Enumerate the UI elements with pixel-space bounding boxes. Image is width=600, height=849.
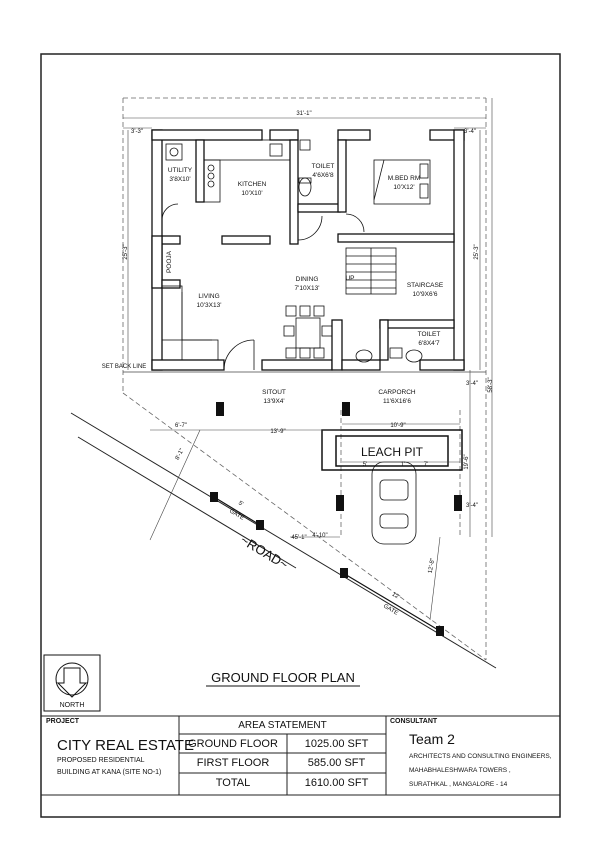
svg-text:8'-1": 8'-1" [175, 448, 186, 461]
driveway-outline [340, 410, 461, 537]
room-toilet1-size: 4'6X6'8 [312, 172, 334, 179]
room-carporch-name: CARPORCH [378, 389, 416, 396]
room-toilet1-name: TOILET [312, 163, 335, 170]
room-dining-size: 7'10X13' [295, 285, 320, 292]
svg-text:19'-6": 19'-6" [464, 454, 470, 469]
room-dining-name: DINING [296, 276, 319, 283]
svg-text:12': 12' [391, 592, 401, 601]
room-living-name: LIVING [198, 293, 219, 300]
toilet-2-fixtures [355, 347, 423, 363]
area-statement-header: AREA STATEMENT [238, 720, 327, 731]
svg-text:12'-8": 12'-8" [428, 558, 437, 574]
svg-text:3'-4": 3'-4" [464, 129, 476, 135]
svg-text:31'-1": 31'-1" [296, 111, 311, 117]
walls [151, 129, 465, 371]
project-label: PROJECT [46, 718, 80, 725]
area-row-label: FIRST FLOOR [196, 757, 270, 769]
svg-text:SET BACK LINE: SET BACK LINE [102, 364, 147, 370]
room-labels: UTILITY 3'8X10' KITCHEN 10'X10' TOILET 4… [166, 163, 444, 405]
svg-text:13'-9": 13'-9" [270, 429, 285, 435]
room-kitchen-size: 10'X10' [241, 190, 262, 197]
svg-text:3'-3": 3'-3" [131, 129, 143, 135]
columns [216, 402, 462, 511]
svg-text:5': 5' [363, 462, 367, 468]
svg-text:7': 7' [424, 462, 428, 468]
svg-text:5': 5' [237, 500, 244, 507]
consultant-line-1: ARCHITECTS AND CONSULTING ENGINEERS, [409, 753, 552, 760]
svg-text:3'-4": 3'-4" [466, 381, 478, 387]
car [371, 461, 417, 545]
area-row-value: 1025.00 SFT [304, 738, 369, 750]
dimension-labels: 31'-1" 3'-3" 3'-4" 25'-3" 25'-3" 3'-4" 5… [102, 111, 494, 617]
consultant-line-3: SURATHKAL , MANGALORE - 14 [409, 781, 508, 788]
leach-pit-label: LEACH PIT [361, 445, 424, 459]
room-kitchen-name: KITCHEN [238, 181, 267, 188]
project-desc-1: PROPOSED RESIDENTIAL [57, 757, 145, 764]
north-label: NORTH [60, 702, 85, 709]
area-row-label: TOTAL [215, 777, 251, 789]
room-toilet2-name: TOILET [418, 331, 441, 338]
sheet-border [40, 53, 561, 818]
room-mbed-name: M.BED RM [388, 175, 421, 182]
room-carporch-size: 11'6X16'6 [383, 398, 411, 405]
svg-text:1': 1' [401, 462, 405, 468]
project-name: CITY REAL ESTATE [57, 737, 194, 754]
consultant-label: CONSULTANT [390, 718, 438, 725]
consultant-name: Team 2 [409, 731, 455, 747]
svg-text:6'-7": 6'-7" [175, 423, 187, 429]
road-label: ~ROAD~ [238, 532, 291, 572]
gate-posts [210, 492, 444, 636]
svg-text:45'-1": 45'-1" [291, 535, 306, 541]
area-row-label: GROUND FLOOR [188, 738, 278, 750]
north-arrow-icon [43, 654, 101, 712]
consultant-line-2: MAHABHALESHWARA TOWERS , [409, 767, 511, 774]
title-block-frame [41, 715, 560, 796]
svg-text:4'-10": 4'-10" [312, 533, 327, 539]
room-living-size: 10'3X13' [197, 302, 222, 309]
door-swings [161, 203, 365, 371]
dimension-lines [123, 98, 493, 621]
bed [373, 159, 431, 205]
room-toilet2-size: 6'8X4'7 [418, 340, 440, 347]
kitchen-counter [165, 139, 291, 203]
road-edge [70, 412, 497, 669]
svg-text:10'-9": 10'-9" [390, 423, 405, 429]
room-utility-size: 3'8X10' [169, 176, 190, 183]
stair-up-label: UP [345, 275, 354, 282]
room-staircase-name: STAIRCASE [407, 282, 444, 289]
plot-boundary [122, 97, 487, 661]
room-sitout-name: SITOUT [262, 389, 286, 396]
svg-text:25'-3": 25'-3" [123, 244, 129, 259]
leach-pit [321, 429, 463, 471]
plan-title: GROUND FLOOR PLAN [211, 670, 355, 685]
svg-text:25'-3": 25'-3" [474, 244, 480, 259]
staircase [345, 247, 397, 295]
room-staircase-size: 10'9X6'6 [413, 291, 438, 298]
area-row-value: 585.00 SFT [307, 757, 366, 769]
sofa [161, 285, 219, 361]
svg-text:58'-3": 58'-3" [488, 377, 494, 392]
dining-table [283, 305, 333, 359]
room-utility-name: UTILITY [168, 167, 193, 174]
toilet-1-fixtures [298, 139, 312, 197]
gates [213, 496, 441, 632]
room-sitout-size: 13'9X4' [263, 398, 284, 405]
room-mbed-size: 10'X12' [393, 184, 414, 191]
room-pooja-name: POOJA [166, 250, 173, 273]
area-row-value: 1610.00 SFT [304, 777, 369, 789]
project-desc-2: BUILDING AT KANA (SITE NO-1) [57, 769, 162, 776]
svg-text:3'-4": 3'-4" [466, 503, 478, 509]
